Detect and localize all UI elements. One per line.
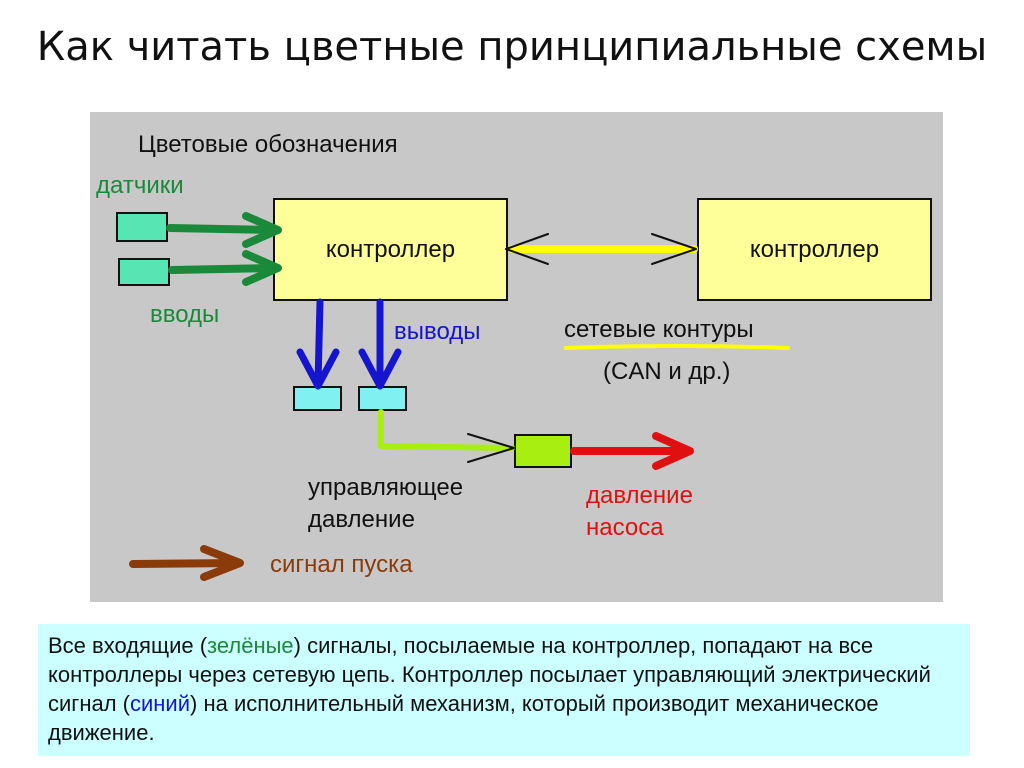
network-sublabel: (CAN и др.)	[603, 358, 731, 385]
sensor-block-1	[116, 212, 168, 242]
actuator-block-2	[358, 386, 407, 411]
diagram-panel	[90, 112, 943, 602]
explanation-note: Все входящие (зелёные) сигналы, посылаем…	[38, 624, 970, 756]
controller-right-label: контроллер	[749, 235, 880, 263]
network-label: сетевые контуры	[564, 316, 754, 343]
actuator-block-1	[293, 386, 342, 411]
pump-block	[514, 434, 572, 468]
controller-left-label: контроллер	[325, 235, 456, 263]
note-text-1: Все входящие (	[48, 633, 208, 658]
note-green-word: зелёные	[207, 633, 294, 658]
slide-title: Как читать цветные принципиальные схемы	[36, 24, 988, 70]
control-pressure-line1: управляющее	[308, 474, 464, 501]
note-text-3: ) на исполнительный механизм, который пр…	[48, 691, 879, 745]
start-signal-label: сигнал пуска	[270, 551, 413, 578]
sensor-block-2	[118, 258, 170, 286]
controller-right: контроллер	[697, 198, 932, 301]
note-blue-word: синий	[129, 691, 191, 716]
pump-pressure-line2: насоса	[586, 514, 664, 541]
note-text-2: ) сигналы, посылаемые на контроллер, поп…	[48, 633, 931, 716]
outputs-label: выводы	[394, 318, 481, 345]
pump-pressure-line1: давление	[586, 482, 693, 509]
sensors-label: датчики	[96, 172, 184, 199]
control-pressure-line2: давление	[308, 506, 415, 533]
controller-left: контроллер	[273, 198, 508, 301]
legend-heading: Цветовые обозначения	[138, 131, 398, 158]
inputs-label: вводы	[150, 301, 220, 328]
